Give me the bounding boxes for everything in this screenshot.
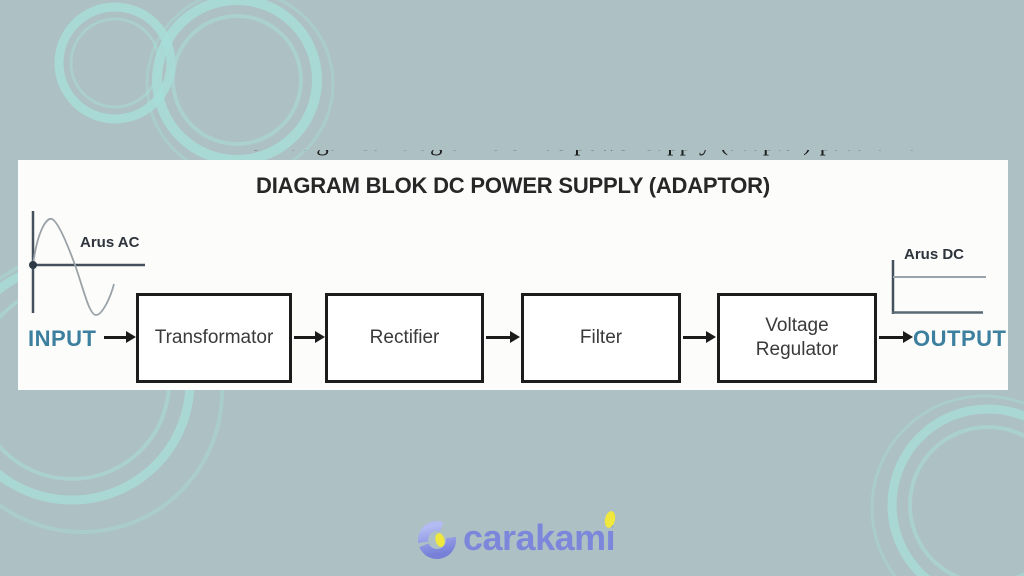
flow-arrow bbox=[294, 331, 325, 343]
flow-arrow bbox=[486, 331, 520, 343]
figure-panel: DIAGRAM BLOK DC POWER SUPPLY (ADAPTOR) A… bbox=[18, 160, 1008, 390]
block-voltage-regulator: Voltage Regulator bbox=[717, 293, 877, 383]
brand-wordmark: carakami bbox=[463, 510, 617, 565]
flow-arrow bbox=[879, 331, 913, 343]
input-label: INPUT bbox=[28, 326, 97, 351]
block-filter: Filter bbox=[521, 293, 681, 383]
brand-logo: carakami bbox=[417, 509, 617, 567]
flow-arrow bbox=[104, 331, 136, 343]
ac-waveform-graphic bbox=[29, 211, 145, 316]
brand-c-icon bbox=[418, 521, 456, 559]
block-transformator: Transformator bbox=[136, 293, 292, 383]
block-rectifier: Rectifier bbox=[325, 293, 484, 383]
output-label: OUTPUT bbox=[913, 326, 1007, 351]
flow-arrow bbox=[683, 331, 716, 343]
clipped-caption-text: Berikut gambar diagram blok dc power sup… bbox=[233, 150, 943, 169]
figure-title: DIAGRAM BLOK DC POWER SUPPLY (ADAPTOR) bbox=[256, 173, 770, 198]
ac-wave-label: Arus AC bbox=[80, 234, 140, 251]
dc-waveform-graphic bbox=[891, 260, 986, 314]
dc-wave-label: Arus DC bbox=[904, 246, 965, 263]
